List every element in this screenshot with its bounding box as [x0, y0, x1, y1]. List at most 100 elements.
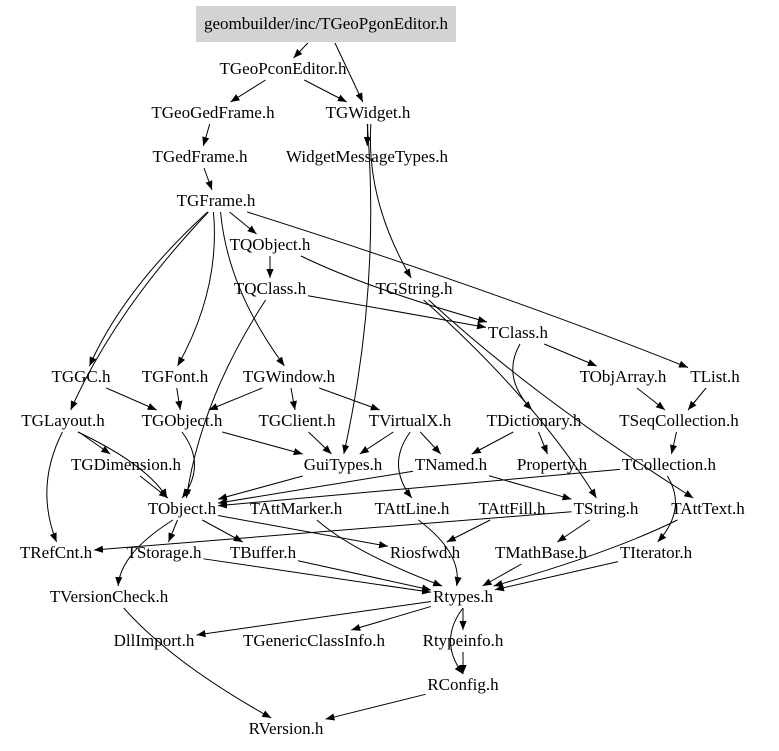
node-tqobject[interactable]: TQObject.h — [229, 235, 311, 254]
edge-rtypes-to-rconfig — [450, 607, 464, 675]
node-tattfill[interactable]: TAttFill.h — [478, 499, 546, 518]
node-tdictionary[interactable]: TDictionary.h — [486, 411, 582, 430]
node-tqclass[interactable]: TQClass.h — [233, 279, 307, 298]
node-tglayout[interactable]: TGLayout.h — [21, 411, 105, 430]
edge-tnamed-to-tobject — [217, 470, 414, 506]
edge-rtypes-to-tgenericclassinfo — [351, 605, 432, 631]
edge-tgframe-to-tglayout — [70, 211, 209, 411]
node-dllimport[interactable]: DllImport.h — [113, 631, 195, 650]
edge-tqclass-to-tclass — [307, 295, 487, 330]
node-tgdimension[interactable]: TGDimension.h — [70, 455, 182, 474]
node-titerator[interactable]: TIterator.h — [619, 543, 693, 562]
edge-tbuffer-to-rtypes — [297, 560, 432, 592]
node-tlist[interactable]: TList.h — [690, 367, 740, 386]
edge-tstring-to-tmathbase — [556, 519, 591, 543]
node-tgwidget[interactable]: TGWidget.h — [325, 103, 411, 122]
edge-tclass-to-tdictionary — [512, 343, 533, 411]
edge-tgobject-to-guitypes — [222, 431, 303, 456]
edge-tobject-to-tbuffer — [202, 519, 243, 543]
node-tattline[interactable]: TAttLine.h — [374, 499, 450, 518]
edge-tvirtualx-to-tnamed — [419, 431, 442, 455]
node-tggc[interactable]: TGGC.h — [51, 367, 111, 386]
node-rtypes[interactable]: Rtypes.h — [433, 587, 493, 606]
node-tnamed[interactable]: TNamed.h — [414, 455, 488, 474]
node-tobjarray[interactable]: TObjArray.h — [579, 367, 667, 386]
edge-root-to-tgeopconeditor — [293, 42, 309, 59]
edge-tgdimension-to-tobject — [139, 475, 169, 499]
edge-tggc-to-tgobject — [106, 387, 157, 411]
edge-tglayout-to-trefcnt — [46, 431, 63, 543]
edge-tgfont-to-tgobject — [175, 387, 183, 411]
node-tgfont[interactable]: TGFont.h — [141, 367, 209, 386]
node-tgframe[interactable]: TGFrame.h — [176, 191, 256, 210]
edge-tgframe-to-tgwindow — [220, 211, 285, 367]
node-tgeogedframe[interactable]: TGeoGedFrame.h — [151, 103, 275, 122]
node-tstorage[interactable]: TStorage.h — [126, 543, 202, 562]
edge-tgframe-to-tggc — [88, 211, 208, 367]
node-tvirtualx[interactable]: TVirtualX.h — [368, 411, 452, 430]
edge-tgobject-to-tobject — [181, 431, 195, 499]
node-widgetmessagetypes[interactable]: WidgetMessageTypes.h — [286, 147, 448, 166]
node-tcollection[interactable]: TCollection.h — [622, 455, 716, 474]
edge-tgwindow-to-tgobject — [208, 387, 263, 411]
edge-tnamed-to-tstring — [488, 475, 572, 501]
edge-tattfill-to-riosfwd — [446, 519, 491, 543]
edge-tgwindow-to-tgclient — [289, 387, 297, 411]
edge-tmathbase-to-rtypes — [482, 563, 522, 587]
node-tattmarker[interactable]: TAttMarker.h — [249, 499, 343, 518]
node-tgeopconeditor[interactable]: TGeoPconEditor.h — [219, 59, 347, 78]
node-riosfwd[interactable]: Riosfwd.h — [389, 543, 461, 562]
node-tgedframe[interactable]: TGedFrame.h — [152, 147, 248, 166]
edge-tattmarker-to-rtypes — [316, 519, 443, 587]
node-rconfig[interactable]: RConfig.h — [427, 675, 499, 694]
node-tgclient[interactable]: TGClient.h — [258, 411, 336, 430]
node-tgenericclassinfo[interactable]: TGenericClassInfo.h — [242, 631, 386, 650]
edge-tversioncheck-to-rversion — [123, 607, 272, 719]
edge-tgwindow-to-tvirtualx — [319, 387, 380, 411]
node-tversioncheck[interactable]: TVersionCheck.h — [49, 587, 169, 606]
node-tbuffer[interactable]: TBuffer.h — [229, 543, 297, 562]
node-guitypes[interactable]: GuiTypes.h — [303, 455, 383, 474]
node-tmathbase[interactable]: TMathBase.h — [494, 543, 588, 562]
edge-titerator-to-rtypes — [494, 561, 619, 592]
edge-tqobject-to-tclass — [300, 255, 488, 324]
edge-tstorage-to-rtypes — [203, 558, 432, 595]
edge-tvirtualx-to-tattline — [398, 431, 413, 499]
node-trefcnt[interactable]: TRefCnt.h — [19, 543, 93, 562]
edge-tgeopconeditor-to-tgwidget — [304, 79, 347, 103]
edge-tgclient-to-guitypes — [308, 431, 332, 455]
node-tatttext[interactable]: TAttText.h — [671, 499, 745, 518]
node-tseqcollection[interactable]: TSeqCollection.h — [619, 411, 739, 430]
edge-tdictionary-to-tnamed — [471, 431, 514, 455]
edge-tgwidget-to-tgstring — [369, 123, 412, 279]
edge-tcollection-to-titerator — [657, 475, 676, 543]
edge-tgeogedframe-to-tgedframe — [202, 123, 211, 147]
edge-tattline-to-rtypes — [418, 519, 462, 587]
edge-tatttext-to-rtypes — [493, 519, 678, 588]
edge-tglayout-to-tgdimension — [78, 431, 111, 455]
node-tclass[interactable]: TClass.h — [488, 323, 548, 342]
node-tstring[interactable]: TString.h — [573, 499, 639, 518]
edge-tgeopconeditor-to-tgeogedframe — [230, 79, 266, 103]
node-rversion[interactable]: RVersion.h — [248, 719, 324, 738]
edge-tobject-to-riosfwd — [217, 515, 389, 549]
node-tgwindow[interactable]: TGWindow.h — [242, 367, 336, 386]
node-tgstring[interactable]: TGString.h — [375, 279, 453, 298]
edge-tstring-to-trefcnt — [93, 511, 572, 553]
edge-tgstring-to-tatttext — [428, 299, 694, 499]
edge-tgframe-to-tgfont — [177, 211, 215, 367]
edge-tcollection-to-tobject — [217, 468, 621, 509]
edge-rconfig-to-rversion — [325, 693, 426, 721]
node-root[interactable]: geombuilder/inc/TGeoPgonEditor.h — [195, 6, 457, 42]
edge-guitypes-to-tobject — [217, 475, 303, 501]
edge-tdictionary-to-property — [538, 431, 548, 455]
edge-tgframe-to-tlist — [247, 211, 689, 368]
edge-tvirtualx-to-guitypes — [359, 431, 394, 455]
node-tobject[interactable]: TObject.h — [147, 499, 217, 518]
node-tgobject[interactable]: TGObject.h — [141, 411, 223, 430]
node-property[interactable]: Property.h — [516, 455, 588, 474]
edge-tqclass-to-tobject — [184, 299, 267, 499]
node-rtypeinfo[interactable]: Rtypeinfo.h — [422, 631, 504, 650]
